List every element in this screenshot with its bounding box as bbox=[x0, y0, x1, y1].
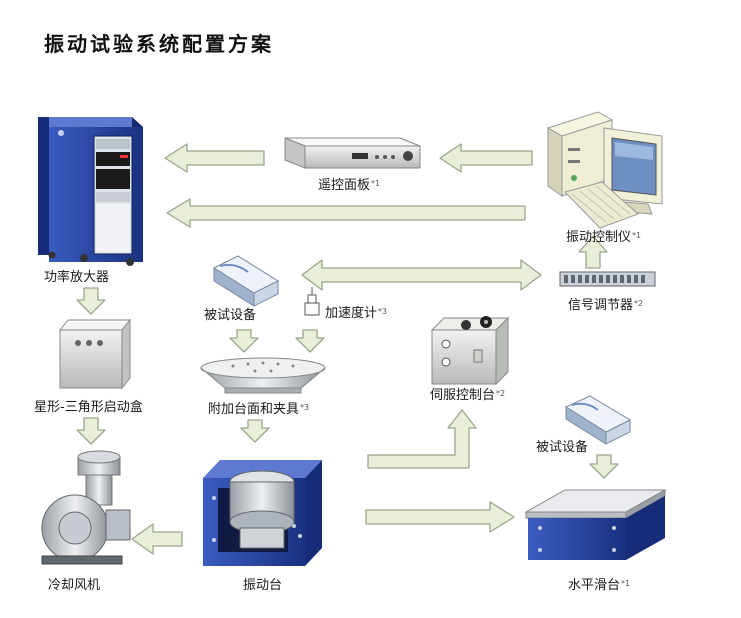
note-controller: *1 bbox=[632, 231, 642, 240]
star-delta-box-icon bbox=[58, 318, 132, 390]
arrow-accelerometer-to-conditioner bbox=[301, 259, 542, 291]
note-signal-conditioner: *2 bbox=[634, 299, 644, 308]
label-signal-conditioner: 信号调节器*2 bbox=[568, 298, 644, 313]
arrow-shaker-to-servo bbox=[367, 409, 477, 469]
label-slip-table: 水平滑台*1 bbox=[568, 578, 631, 593]
note-remote-panel: *1 bbox=[371, 179, 381, 188]
arrow-fixture-to-shaker bbox=[240, 419, 270, 443]
arrow-amplifier-to-startbox bbox=[76, 287, 106, 315]
shaker-icon bbox=[203, 460, 322, 566]
power-amplifier-icon bbox=[38, 117, 143, 266]
page-title: 振动试验系统配置方案 bbox=[44, 32, 274, 56]
fixture-icon bbox=[200, 357, 326, 394]
label-test-object: 被试设备 bbox=[204, 308, 257, 323]
label-accelerometer: 加速度计*3 bbox=[325, 306, 388, 321]
signal-conditioner-icon bbox=[559, 271, 656, 287]
arrow-shaker-to-slip bbox=[365, 501, 515, 533]
test-object-2-icon bbox=[564, 395, 632, 445]
accelerometer-icon bbox=[304, 287, 320, 316]
note-servo-console: *2 bbox=[496, 389, 506, 398]
servo-console-icon bbox=[430, 316, 510, 386]
label-vibration-controller: 振动控制仪*1 bbox=[566, 230, 642, 245]
arrow-startbox-to-fan bbox=[76, 417, 106, 445]
arrow-testobject-to-fixture bbox=[229, 329, 259, 353]
arrow-accelerometer-to-fixture bbox=[295, 329, 325, 353]
arrow-testobject2-to-slip bbox=[589, 454, 619, 479]
label-cooling-fan: 冷却风机 bbox=[48, 578, 101, 593]
test-object-icon bbox=[212, 255, 280, 307]
label-star-delta-box: 星形-三角形启动盒 bbox=[34, 400, 143, 415]
arrow-controller-to-remote bbox=[439, 143, 533, 173]
note-accelerometer: *3 bbox=[378, 307, 388, 316]
label-remote-panel: 遥控面板*1 bbox=[318, 178, 381, 193]
arrow-conditioner-to-controller bbox=[578, 235, 608, 269]
arrow-controller-to-amplifier bbox=[166, 198, 526, 228]
note-slip-table: *1 bbox=[621, 579, 631, 588]
note-fixture: *3 bbox=[300, 403, 310, 412]
arrow-shaker-to-fan bbox=[131, 523, 183, 555]
label-servo-console: 伺服控制台*2 bbox=[430, 388, 506, 403]
cooling-fan-icon bbox=[41, 450, 131, 565]
label-power-amplifier: 功率放大器 bbox=[44, 270, 110, 285]
remote-panel-icon bbox=[284, 137, 421, 169]
label-shaker: 振动台 bbox=[243, 578, 283, 593]
slip-table-icon bbox=[524, 489, 667, 560]
arrow-remote-to-amplifier bbox=[164, 143, 265, 173]
label-test-object-2: 被试设备 bbox=[536, 440, 589, 455]
label-fixture: 附加台面和夹具*3 bbox=[208, 402, 310, 417]
vibration-controller-icon bbox=[546, 111, 663, 229]
